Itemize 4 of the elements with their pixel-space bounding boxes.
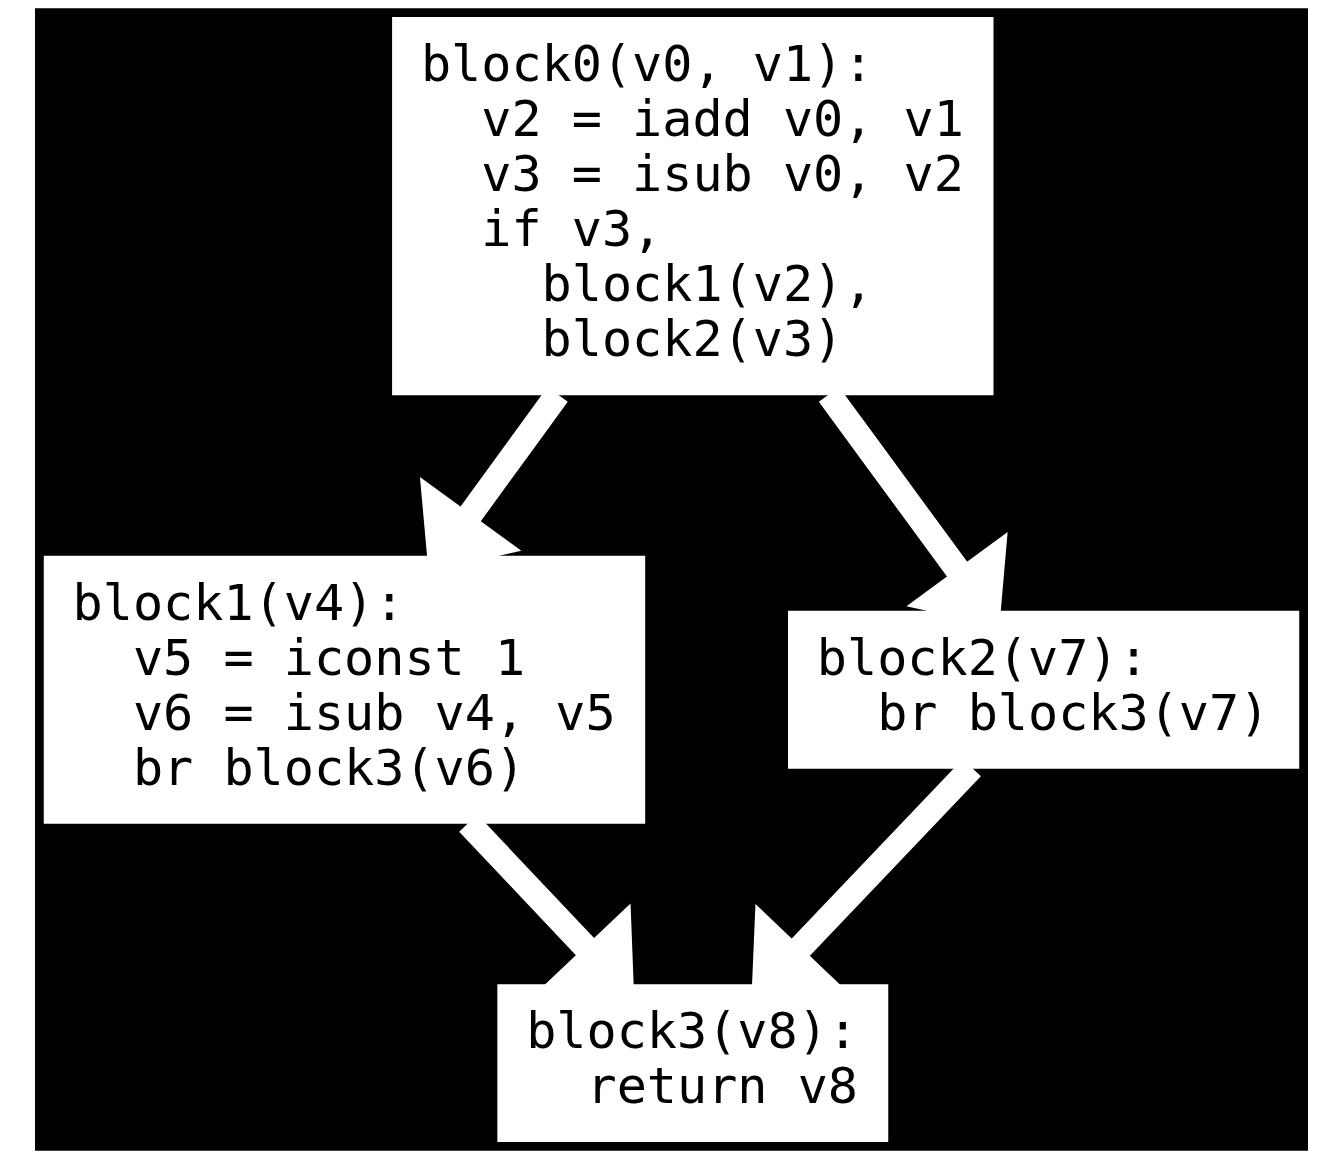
node-box: block2(v7): br block3(v7) [788, 610, 1300, 769]
node-box: block0(v0, v1): v2 = iadd v0, v1 v3 = isub v0, v2 if v3, block1(v2), block2(v3) [392, 16, 994, 396]
node-box: block1(v4): v5 = iconst 1 v6 = isub v4, v5 br block3(v6) [43, 555, 646, 824]
node-box: block3(v8): return v8 [497, 984, 889, 1143]
